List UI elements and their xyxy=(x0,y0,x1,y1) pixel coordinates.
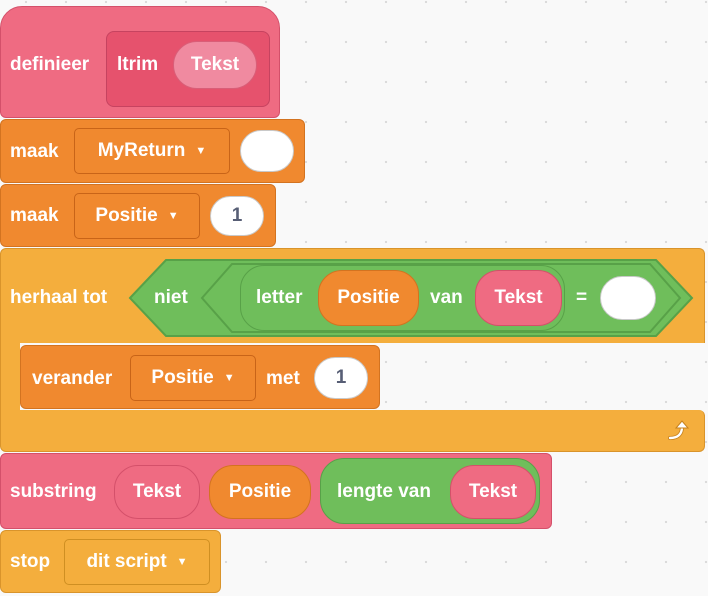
of-label: van xyxy=(430,287,463,308)
define-param-tekst[interactable]: Tekst xyxy=(173,41,257,89)
substring-arg-tekst[interactable]: Tekst xyxy=(114,465,200,519)
change-label: verander xyxy=(32,368,113,389)
length-arg-tekst[interactable]: Tekst xyxy=(450,465,536,519)
set-position-variable-dropdown[interactable]: Positie ▼ xyxy=(74,193,200,239)
set-return-label: maak xyxy=(10,141,59,162)
substring-label: substring xyxy=(10,481,97,502)
letter-label: letter xyxy=(256,287,303,308)
define-name: ltrim xyxy=(117,54,159,75)
substring-arg-positie[interactable]: Positie xyxy=(209,465,311,519)
letter-of-tekst[interactable]: Tekst xyxy=(475,270,562,326)
change-value-input[interactable]: 1 xyxy=(314,357,368,399)
not-label: niet xyxy=(154,287,188,308)
stop-option-dropdown[interactable]: dit script ▼ xyxy=(64,539,210,585)
caret-down-icon: ▼ xyxy=(167,210,179,222)
length-label: lengte van xyxy=(337,481,431,502)
caret-down-icon: ▼ xyxy=(223,372,235,384)
set-position-label: maak xyxy=(10,205,59,226)
set-return-value-input[interactable] xyxy=(240,130,294,172)
change-variable-dropdown[interactable]: Positie ▼ xyxy=(130,355,256,401)
caret-down-icon: ▼ xyxy=(195,145,207,157)
letter-index-positie[interactable]: Positie xyxy=(318,270,419,326)
define-label: definieer xyxy=(10,54,90,75)
equals-compare-input[interactable] xyxy=(600,276,656,320)
loop-arrow-icon xyxy=(668,420,690,440)
set-position-value-input[interactable]: 1 xyxy=(210,196,264,236)
stop-label: stop xyxy=(10,551,51,572)
repeat-until-left-arm xyxy=(0,340,20,412)
change-by-label: met xyxy=(266,368,300,389)
equals-label: = xyxy=(576,287,588,308)
repeat-until-label: herhaal tot xyxy=(10,287,108,308)
repeat-until-bottom-arm xyxy=(0,410,705,452)
set-return-variable-dropdown[interactable]: MyReturn ▼ xyxy=(74,128,230,174)
caret-down-icon: ▼ xyxy=(176,556,188,568)
